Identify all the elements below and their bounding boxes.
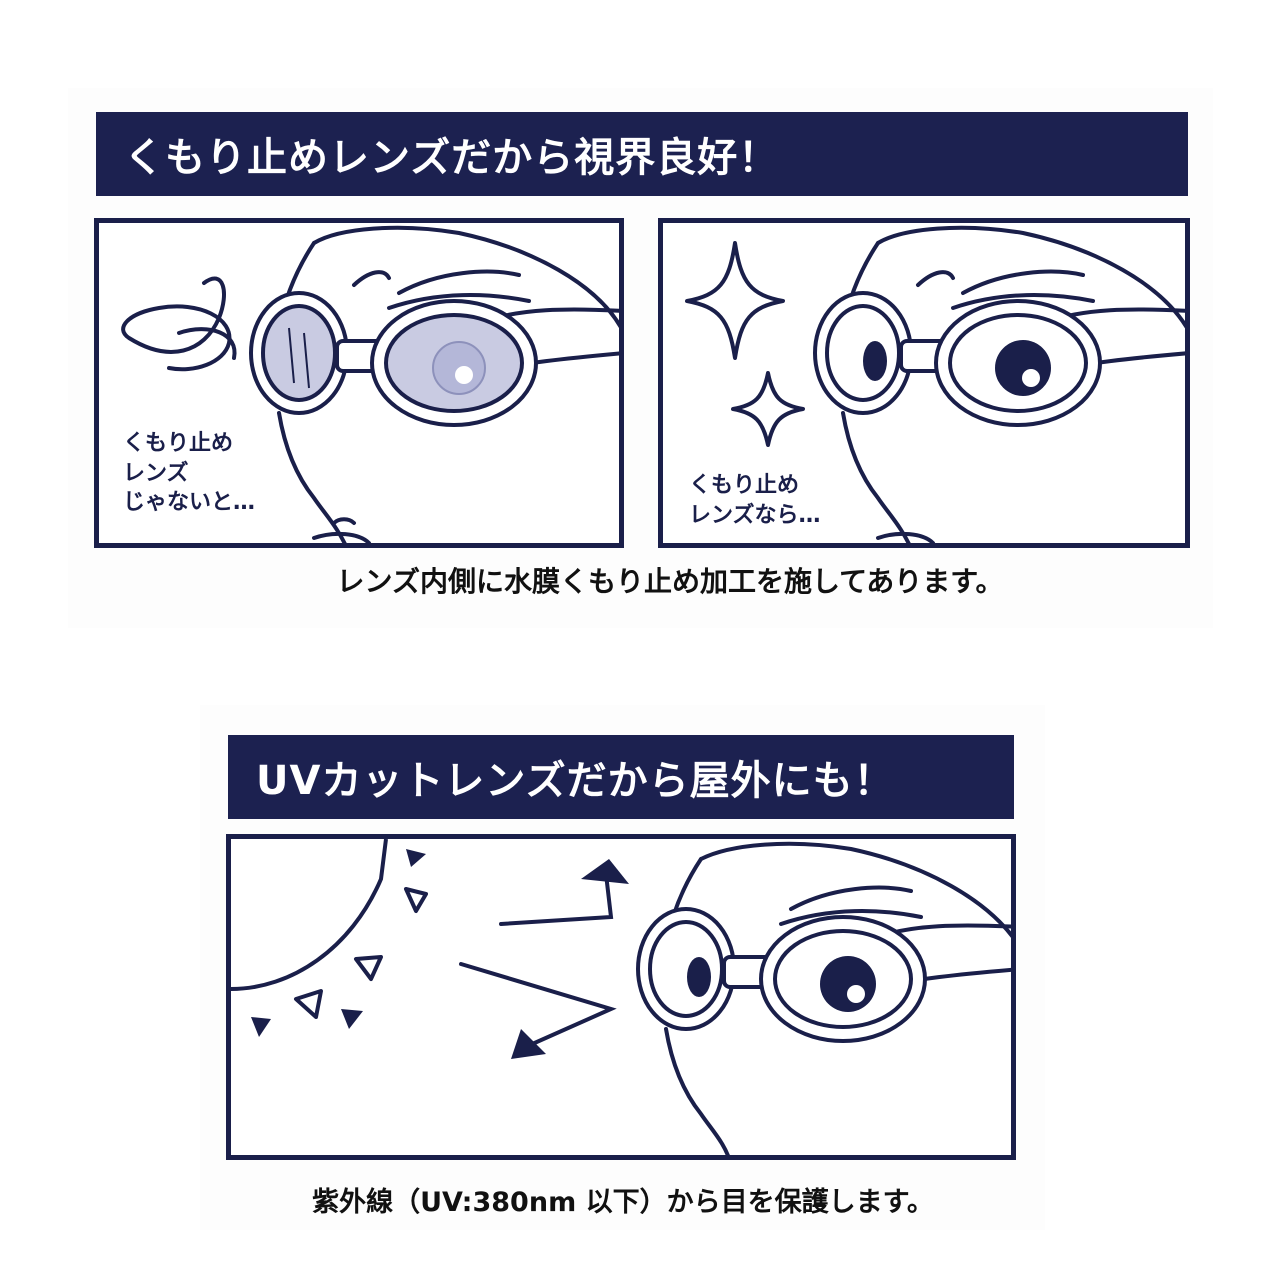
uv-title-banner: UVカットレンズだから屋外にも！: [228, 735, 1014, 819]
panel-uv-protection: [226, 834, 1016, 1160]
antifog-title-banner: くもり止めレンズだから視界良好！: [96, 112, 1188, 196]
antifog-title: くもり止めレンズだから視界良好！: [124, 135, 780, 181]
sun-and-face-illustration: [231, 839, 1011, 1155]
face-with-goggles-illustration: [121, 225, 619, 543]
panel-foggy-lens: くもり止め レンズ じゃないと…: [94, 218, 624, 548]
uv-title: UVカットレンズだから屋外にも！: [256, 758, 895, 804]
fog-swirl-icon: [121, 276, 237, 372]
uv-ray-arrow-icon: [459, 872, 617, 1051]
face-with-goggles-illustration: [685, 225, 1185, 543]
clear-caption: くもり止め レンズなら…: [689, 473, 821, 528]
foggy-caption: くもり止め レンズ じゃないと…: [123, 431, 256, 516]
sun-illustration: [231, 839, 428, 1037]
sparkle-icon: [685, 241, 805, 447]
uv-note: 紫外線（UV:380nm 以下）から目を保護します。: [312, 1187, 934, 1218]
antifog-note: レンズ内側に水膜くもり止め加工を施してあります。: [336, 565, 1004, 598]
panel-clear-lens: くもり止め レンズなら…: [658, 218, 1190, 548]
